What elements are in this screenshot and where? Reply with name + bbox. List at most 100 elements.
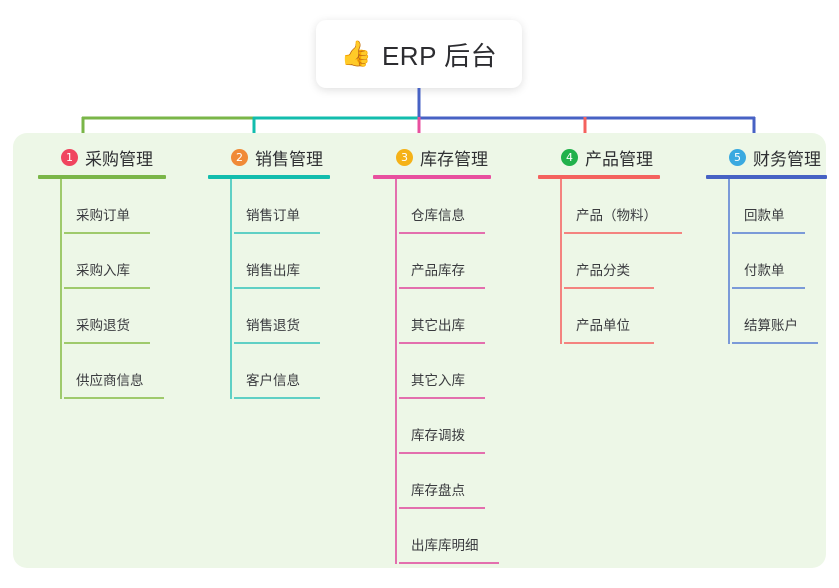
leaf-item[interactable]: 库存调拨 [399, 399, 513, 454]
branch-column-1: 1 采购管理 采购订单 采购入库 采购退货 供应商信息 [38, 145, 178, 399]
column-badge-2: 2 [231, 148, 248, 166]
leaf-rule [234, 397, 320, 399]
leaf-item[interactable]: 产品分类 [564, 234, 688, 289]
column-title-5: 财务管理 [753, 149, 821, 169]
leaf-rule [399, 562, 499, 564]
column-badge-5: 5 [729, 148, 746, 166]
branch-spine-1 [60, 179, 62, 399]
leaf-rule [234, 287, 320, 289]
leaf-rule [64, 232, 150, 234]
root-node-card[interactable]: 👍 ERP 后台 [316, 20, 522, 88]
branch-column-2: 2 销售管理 销售订单 销售出库 销售退货 客户信息 [208, 145, 348, 399]
leaf-label: 客户信息 [246, 373, 300, 388]
leaf-item[interactable]: 出库库明细 [399, 509, 513, 564]
column-title-4: 产品管理 [585, 149, 653, 169]
leaf-label: 结算账户 [744, 318, 798, 333]
branch-column-5: 5 财务管理 回款单 付款单 结算账户 [706, 145, 839, 344]
leaf-rule [399, 342, 485, 344]
branch-spine-3 [395, 179, 397, 564]
branch-column-4: 4 产品管理 产品（物料） 产品分类 产品单位 [538, 145, 688, 344]
column-badge-1: 1 [61, 148, 78, 166]
leaf-rule [564, 287, 654, 289]
column-rule-4 [538, 175, 660, 179]
leaf-label: 销售订单 [246, 208, 300, 223]
column-header-1[interactable]: 1 采购管理 [38, 145, 178, 169]
column-header-2[interactable]: 2 销售管理 [208, 145, 348, 169]
column-header-4[interactable]: 4 产品管理 [538, 145, 688, 169]
leaf-rule [564, 342, 654, 344]
column-rule-3 [373, 175, 491, 179]
leaf-item[interactable]: 销售订单 [234, 179, 348, 234]
leaf-rule [732, 232, 805, 234]
leaf-rule [399, 452, 485, 454]
leaf-label: 回款单 [744, 208, 785, 223]
leaf-label: 出库库明细 [411, 538, 479, 553]
branch-items-2: 销售订单 销售出库 销售退货 客户信息 [208, 179, 348, 399]
leaf-rule [234, 342, 320, 344]
leaf-item[interactable]: 产品单位 [564, 289, 688, 344]
leaf-item[interactable]: 其它出库 [399, 289, 513, 344]
leaf-label: 付款单 [744, 263, 785, 278]
column-rule-1 [38, 175, 166, 179]
branch-items-4: 产品（物料） 产品分类 产品单位 [538, 179, 688, 344]
leaf-item[interactable]: 销售出库 [234, 234, 348, 289]
leaf-label: 产品（物料） [576, 208, 657, 223]
column-title-2: 销售管理 [255, 149, 323, 169]
column-badge-4: 4 [561, 148, 578, 166]
leaf-item[interactable]: 仓库信息 [399, 179, 513, 234]
leaf-item[interactable]: 回款单 [732, 179, 839, 234]
column-header-3[interactable]: 3 库存管理 [373, 145, 513, 169]
leaf-rule [399, 507, 485, 509]
leaf-item[interactable]: 其它入库 [399, 344, 513, 399]
leaf-label: 销售退货 [246, 318, 300, 333]
leaf-rule [732, 342, 818, 344]
leaf-rule [64, 342, 150, 344]
leaf-item[interactable]: 采购入库 [64, 234, 178, 289]
leaf-rule [732, 287, 805, 289]
leaf-label: 采购订单 [76, 208, 130, 223]
leaf-rule [399, 232, 485, 234]
thumbs-up-icon: 👍 [340, 39, 372, 68]
branch-column-3: 3 库存管理 仓库信息 产品库存 其它出库 其它入库 库存调拨 [373, 145, 513, 564]
leaf-label: 其它入库 [411, 373, 465, 388]
leaf-item[interactable]: 产品（物料） [564, 179, 688, 234]
diagram-panel: 1 采购管理 采购订单 采购入库 采购退货 供应商信息 [13, 133, 827, 568]
leaf-rule [399, 397, 485, 399]
leaf-label: 产品单位 [576, 318, 630, 333]
leaf-rule [64, 287, 150, 289]
leaf-label: 供应商信息 [76, 373, 144, 388]
leaf-label: 其它出库 [411, 318, 465, 333]
column-title-3: 库存管理 [420, 149, 488, 169]
column-badge-3: 3 [396, 148, 413, 166]
leaf-item[interactable]: 付款单 [732, 234, 839, 289]
leaf-label: 库存盘点 [411, 483, 465, 498]
column-title-1: 采购管理 [85, 149, 153, 169]
leaf-rule [64, 397, 164, 399]
branch-items-5: 回款单 付款单 结算账户 [706, 179, 839, 344]
branch-items-3: 仓库信息 产品库存 其它出库 其它入库 库存调拨 库存盘点 [373, 179, 513, 564]
leaf-item[interactable]: 采购订单 [64, 179, 178, 234]
leaf-label: 产品分类 [576, 263, 630, 278]
leaf-rule [234, 232, 320, 234]
leaf-label: 产品库存 [411, 263, 465, 278]
leaf-label: 仓库信息 [411, 208, 465, 223]
leaf-item[interactable]: 结算账户 [732, 289, 839, 344]
column-header-5[interactable]: 5 财务管理 [706, 145, 839, 169]
branch-spine-2 [230, 179, 232, 399]
leaf-rule [399, 287, 485, 289]
leaf-item[interactable]: 供应商信息 [64, 344, 178, 399]
leaf-label: 采购入库 [76, 263, 130, 278]
branch-spine-5 [728, 179, 730, 344]
leaf-item[interactable]: 库存盘点 [399, 454, 513, 509]
column-rule-5 [706, 175, 827, 179]
column-rule-2 [208, 175, 330, 179]
leaf-item[interactable]: 客户信息 [234, 344, 348, 399]
branch-items-1: 采购订单 采购入库 采购退货 供应商信息 [38, 179, 178, 399]
leaf-rule [564, 232, 682, 234]
leaf-label: 采购退货 [76, 318, 130, 333]
leaf-item[interactable]: 产品库存 [399, 234, 513, 289]
root-node-title: ERP 后台 [381, 40, 498, 71]
leaf-item[interactable]: 销售退货 [234, 289, 348, 344]
leaf-label: 库存调拨 [411, 428, 465, 443]
leaf-item[interactable]: 采购退货 [64, 289, 178, 344]
